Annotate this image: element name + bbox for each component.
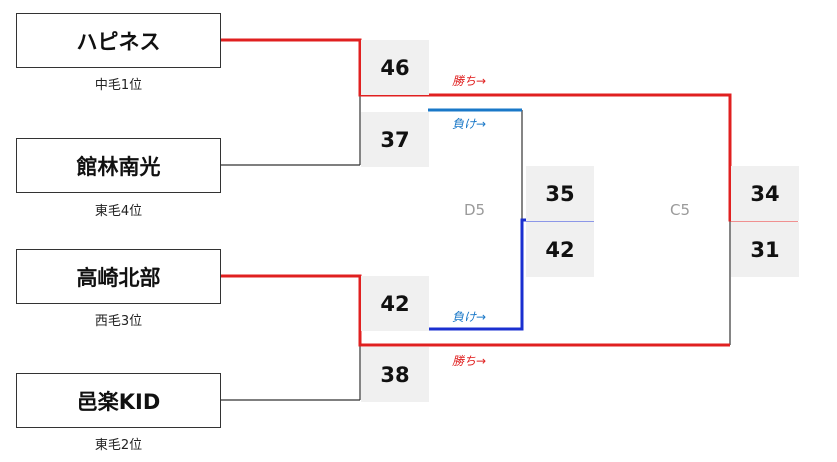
score-match2-bottom: 38 xyxy=(361,347,429,402)
team-box-2: 館林南光 xyxy=(16,138,221,193)
team-box-1: ハピネス xyxy=(16,13,221,68)
note-lose-bottom: 負け→ xyxy=(452,310,487,324)
match-label-d5: D5 xyxy=(464,201,486,219)
score-c5-top: 34 xyxy=(731,166,799,221)
score-d5-bottom: 42 xyxy=(526,222,594,277)
team-box-3: 高崎北部 xyxy=(16,249,221,304)
note-lose-top: 負け→ xyxy=(452,117,487,131)
score-match1-top: 46 xyxy=(361,40,429,95)
win-path-top xyxy=(221,38,798,222)
score-match1-bottom: 37 xyxy=(361,112,429,167)
match-label-c5: C5 xyxy=(670,201,691,219)
team-box-4: 邑楽KID xyxy=(16,373,221,428)
team-seed-3: 西毛3位 xyxy=(94,314,143,329)
team-seed-2: 東毛4位 xyxy=(94,204,143,219)
score-d5-top: 35 xyxy=(526,166,594,221)
score-c5-bottom: 31 xyxy=(731,222,799,277)
note-win-top: 勝ち→ xyxy=(452,74,487,88)
score-match2-top: 42 xyxy=(361,276,429,331)
team-seed-1: 中毛1位 xyxy=(94,78,143,93)
team-seed-4: 東毛2位 xyxy=(94,438,143,453)
win-path-bottom xyxy=(221,274,730,347)
note-win-bottom: 勝ち→ xyxy=(452,354,487,368)
